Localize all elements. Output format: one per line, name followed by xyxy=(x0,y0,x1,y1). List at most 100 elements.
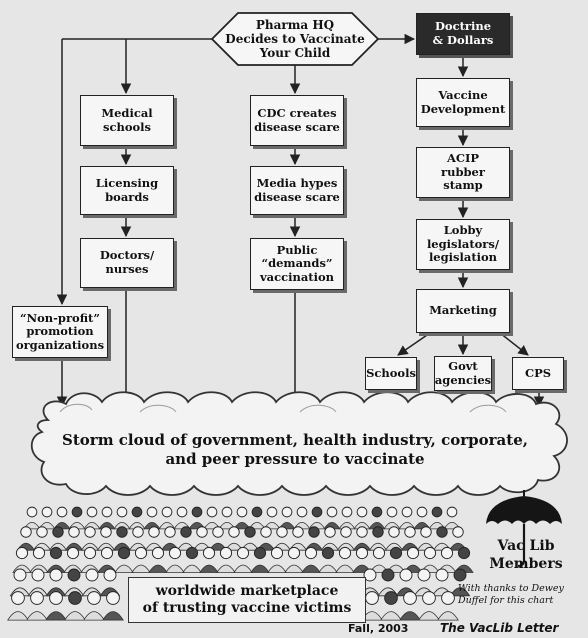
crowd-person-head xyxy=(417,568,431,582)
crowd-person-head xyxy=(68,526,80,538)
crowd-illustration xyxy=(7,506,474,621)
crowd-person-head xyxy=(371,506,383,518)
crowd-person-head xyxy=(148,526,160,538)
crowd-person-head xyxy=(276,526,288,538)
doctrine-dollars-box: Doctrine & Dollars xyxy=(416,13,510,55)
crowd-person-head xyxy=(212,526,224,538)
cloud-shading-lines xyxy=(59,403,507,413)
crowd-person-head xyxy=(116,506,128,518)
crowd-person-head xyxy=(446,506,458,518)
crowd-person-head xyxy=(85,568,99,582)
acip-box: ACIP rubber stamp xyxy=(416,147,510,198)
crowd-person-head xyxy=(326,506,338,518)
crowd-person-head xyxy=(206,506,218,518)
crowd-person-body xyxy=(102,611,124,621)
crowd-person-body xyxy=(199,564,219,573)
crowd-person-head xyxy=(168,546,182,560)
crowd-person-head xyxy=(66,546,80,560)
arrow-marketing-schools xyxy=(397,332,431,356)
doctors-nurses-box: Doctors/ nurses xyxy=(80,238,174,288)
crowd-person-head xyxy=(281,506,293,518)
crowd-person-head xyxy=(196,526,208,538)
crowd-person-head xyxy=(365,591,379,605)
storm-cloud-text: Storm cloud of government, health indust… xyxy=(62,431,528,468)
crowd-person-head xyxy=(308,526,320,538)
crowd-person-head xyxy=(401,506,413,518)
crowd-person-head xyxy=(386,506,398,518)
crowd-person-head xyxy=(103,568,117,582)
crowd-person-head xyxy=(15,546,29,560)
crowd-person-head xyxy=(161,506,173,518)
crowd-person-body xyxy=(131,564,151,573)
public-demands-box: Public “demands” vaccination xyxy=(250,238,344,290)
licensing-boards-box: Licensing boards xyxy=(80,166,174,215)
crowd-person-head xyxy=(132,526,144,538)
crowd-person-head xyxy=(356,526,368,538)
arrow-marketing-cps xyxy=(499,332,529,356)
crowd-person-body xyxy=(165,564,185,573)
crowd-person-head xyxy=(363,568,377,582)
crowd-person-head xyxy=(49,568,63,582)
crowd-person-body xyxy=(7,611,29,621)
crowd-person-head xyxy=(388,526,400,538)
pharma-hq-hexagon xyxy=(210,12,380,66)
crowd-person-body xyxy=(233,564,253,573)
crowd-person-head xyxy=(389,546,403,560)
crowd-person-head xyxy=(338,546,352,560)
crowd-person-head xyxy=(164,526,176,538)
crowd-person-head xyxy=(116,526,128,538)
crowd-person-body xyxy=(318,564,338,573)
crowd-person-head xyxy=(68,591,82,605)
crowd-person-head xyxy=(202,546,216,560)
crowd-person-body xyxy=(26,611,48,621)
schools-box: Schools xyxy=(365,357,417,390)
crowd-person-head xyxy=(296,506,308,518)
crowd-person-body xyxy=(399,611,421,621)
crowd-person-head xyxy=(453,568,467,582)
crowd-person-body xyxy=(267,564,287,573)
crowd-person-head xyxy=(304,546,318,560)
crowd-person-head xyxy=(36,526,48,538)
crowd-person-head xyxy=(420,526,432,538)
crowd-person-head xyxy=(101,506,113,518)
crowd-person-head xyxy=(381,568,395,582)
victims-banner: worldwide marketplace of trusting vaccin… xyxy=(128,577,366,623)
crowd-person-body xyxy=(216,564,236,573)
crowd-person-head xyxy=(440,546,454,560)
crowd-person-head xyxy=(441,591,455,605)
crowd-person-head xyxy=(71,506,83,518)
crowd-person-head xyxy=(266,506,278,518)
medical-schools-box: Medical schools xyxy=(80,95,174,146)
crowd-person-head xyxy=(191,506,203,518)
crowd-person-head xyxy=(372,526,384,538)
crowd-person-head xyxy=(356,506,368,518)
crowd-person-head xyxy=(100,546,114,560)
crowd-person-head xyxy=(31,568,45,582)
crowd-person-head xyxy=(185,546,199,560)
crowd-person-head xyxy=(26,506,38,518)
crowd-person-head xyxy=(287,546,301,560)
crowd-person-head xyxy=(11,591,25,605)
crowd-person-head xyxy=(221,506,233,518)
crowd-person-head xyxy=(30,591,44,605)
crowd-person-head xyxy=(384,591,398,605)
thanks-note: With thanks to Dewey Duffel for this cha… xyxy=(458,583,564,606)
crowd-person-head xyxy=(13,568,27,582)
crowd-person-head xyxy=(260,526,272,538)
crowd-person-head xyxy=(457,546,471,560)
crowd-person-body xyxy=(182,564,202,573)
crowd-person-head xyxy=(134,546,148,560)
crowd-person-head xyxy=(372,546,386,560)
crowd-person-head xyxy=(270,546,284,560)
govt-agencies-box: Govt agencies xyxy=(434,356,492,391)
vaclib-members-text: Vac Lib Members xyxy=(489,538,563,573)
crowd-person-head xyxy=(355,546,369,560)
crowd-person-head xyxy=(423,546,437,560)
crowd-person-head xyxy=(236,546,250,560)
crowd-person-head xyxy=(86,506,98,518)
vaclib-umbrella-logo xyxy=(486,490,562,567)
crowd-person-head xyxy=(52,526,64,538)
crowd-person-head xyxy=(244,526,256,538)
crowd-person-body xyxy=(380,611,402,621)
